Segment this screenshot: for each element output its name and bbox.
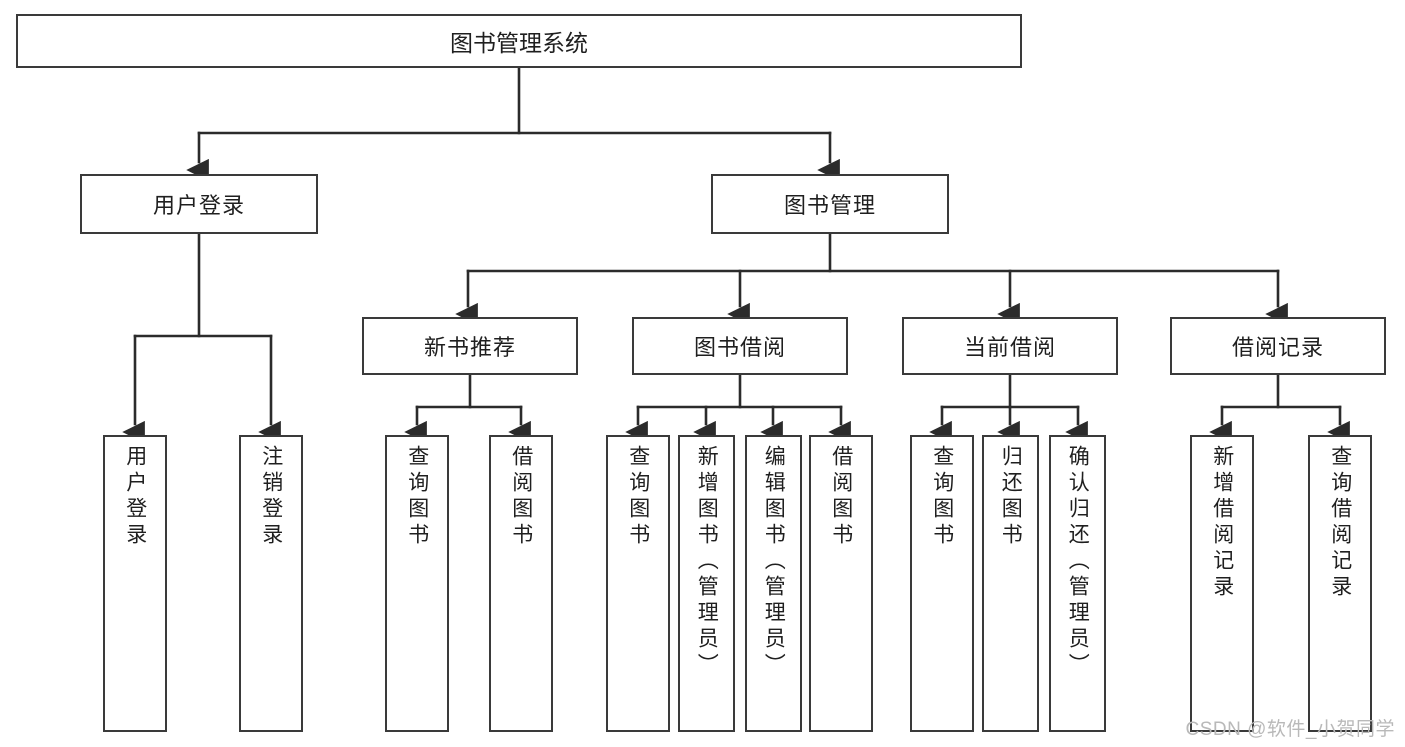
node-label: 注销登录 [259,445,283,549]
node-label: 借阅图书 [509,445,533,549]
node-label: 确认归还（管理员） [1066,445,1090,679]
leaf-node-query-book-recommend[interactable]: 查询图书 [385,435,449,732]
node-label: 查询图书 [930,445,954,549]
leaf-node-query-book-borrow[interactable]: 查询图书 [606,435,670,732]
node-label: 新增借阅记录 [1210,445,1234,601]
node-label: 借阅图书 [829,445,853,549]
leaf-node-add-borrow-record[interactable]: 新增借阅记录 [1190,435,1254,732]
node-label: 编辑图书（管理员） [762,445,786,679]
node-label: 图书借阅 [693,335,786,360]
node-label: 用户登录 [152,193,245,218]
leaf-node-borrow-book[interactable]: 借阅图书 [809,435,873,732]
leaf-node-add-book-admin[interactable]: 新增图书（管理员） [678,435,735,732]
node-label: 新书推荐 [423,335,516,360]
node-label: 图书管理系统 [450,30,588,56]
node-label: 当前借阅 [963,335,1056,360]
node-current-borrow[interactable]: 当前借阅 [902,317,1118,375]
leaf-node-user-logout[interactable]: 注销登录 [239,435,303,732]
node-user-login[interactable]: 用户登录 [80,174,318,234]
node-label: 新增图书（管理员） [695,445,719,679]
node-label: 查询图书 [405,445,429,549]
node-label: 查询借阅记录 [1328,445,1352,601]
node-label: 图书管理 [783,193,876,218]
leaf-node-edit-book-admin[interactable]: 编辑图书（管理员） [745,435,802,732]
node-book-borrow[interactable]: 图书借阅 [632,317,848,375]
node-label: 借阅记录 [1231,335,1324,360]
watermark-text: CSDN @软件_小贺同学 [1185,719,1395,740]
node-label: 查询图书 [626,445,650,549]
node-borrow-record[interactable]: 借阅记录 [1170,317,1386,375]
node-label: 归还图书 [999,445,1023,549]
leaf-node-user-login[interactable]: 用户登录 [103,435,167,732]
leaf-node-borrow-book-recommend[interactable]: 借阅图书 [489,435,553,732]
node-label: 用户登录 [123,445,147,549]
node-book-management[interactable]: 图书管理 [711,174,949,234]
node-root-book-management-system[interactable]: 图书管理系统 [16,14,1022,68]
node-new-book-recommend[interactable]: 新书推荐 [362,317,578,375]
leaf-node-query-book-current[interactable]: 查询图书 [910,435,974,732]
leaf-node-confirm-return-admin[interactable]: 确认归还（管理员） [1049,435,1106,732]
leaf-node-return-book[interactable]: 归还图书 [982,435,1039,732]
leaf-node-query-borrow-record[interactable]: 查询借阅记录 [1308,435,1372,732]
